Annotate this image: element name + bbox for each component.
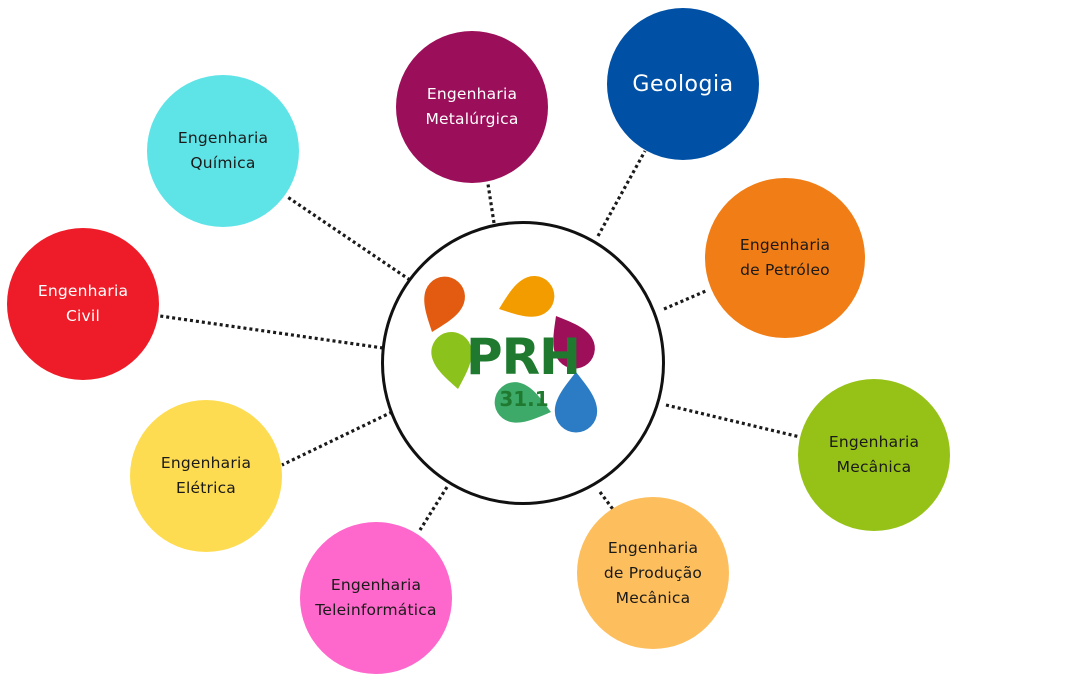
logo-petal-magenta [553,316,595,369]
node-label-line: de Petróleo [740,261,830,279]
node-label-line: Engenharia [37,282,129,300]
logo-petal-green [494,382,551,423]
logo-petal-lime [431,332,472,389]
node-label-line: Engenharia [426,85,518,103]
node-label-line: Engenharia [160,454,252,472]
node-label-line: Metalúrgica [425,110,519,128]
connector-line [418,486,449,531]
node-label: Engenharia Elétrica [161,451,251,501]
node-engenharia-de-producao-mecanica: Engenharia de Produção Mecânica [577,497,729,649]
node-label: Engenharia Metalúrgica [425,82,518,132]
node-label: Geologia [632,72,733,97]
node-label-line: de Produção [603,563,703,582]
node-geologia: Geologia [607,8,759,160]
node-label-line: Engenharia [739,236,831,254]
logo-petal-amber [499,276,555,317]
node-label: Engenharia de Produção Mecânica [604,536,702,611]
connector-line [665,403,801,439]
node-label: Engenharia Civil [38,279,128,329]
node-label-line: Química [190,154,256,172]
connector-line [596,150,647,237]
node-label: Engenharia de Petróleo [740,233,830,283]
node-engenharia-eletrica: Engenharia Elétrica [130,400,282,552]
node-label-line: Mecânica [615,588,691,607]
node-engenharia-teleinformatica: Engenharia Teleinformática [300,522,452,674]
logo-petal-blue [554,372,598,433]
node-label-line: Geologia [632,71,734,97]
node-label-line: Mecânica [836,458,912,476]
node-engenharia-metalurgica: Engenharia Metalúrgica [396,31,548,183]
node-engenharia-quimica: Engenharia Química [147,75,299,227]
node-label-line: Teleinformática [315,601,437,619]
node-label-line: Civil [66,307,100,325]
node-label-line: Engenharia [828,433,920,451]
node-label-line: Elétrica [175,479,236,497]
node-label: Engenharia Teleinformática [315,573,436,623]
node-engenharia-de-petroleo: Engenharia de Petróleo [705,178,865,338]
node-label-line: Engenharia [177,129,269,147]
node-engenharia-civil: Engenharia Civil [7,228,159,380]
logo-title: PRH [466,328,580,386]
connector-line [663,288,709,311]
prh-logo: PRH 31.1 [424,276,598,433]
node-label-line: Engenharia [607,538,699,557]
connector-line [285,194,411,282]
logo-petals [424,276,598,433]
node-label: Engenharia Química [178,126,268,176]
connector-line [486,183,496,224]
node-engenharia-mecanica: Engenharia Mecânica [798,379,950,531]
node-label: Engenharia Mecânica [829,430,919,480]
logo-petal-orange [424,276,465,332]
connector-line [159,314,384,350]
logo-subtitle: 31.1 [499,387,548,411]
center-hub: PRH 31.1 [381,221,665,505]
node-label-line: Engenharia [330,576,422,594]
connector-line [281,410,393,467]
